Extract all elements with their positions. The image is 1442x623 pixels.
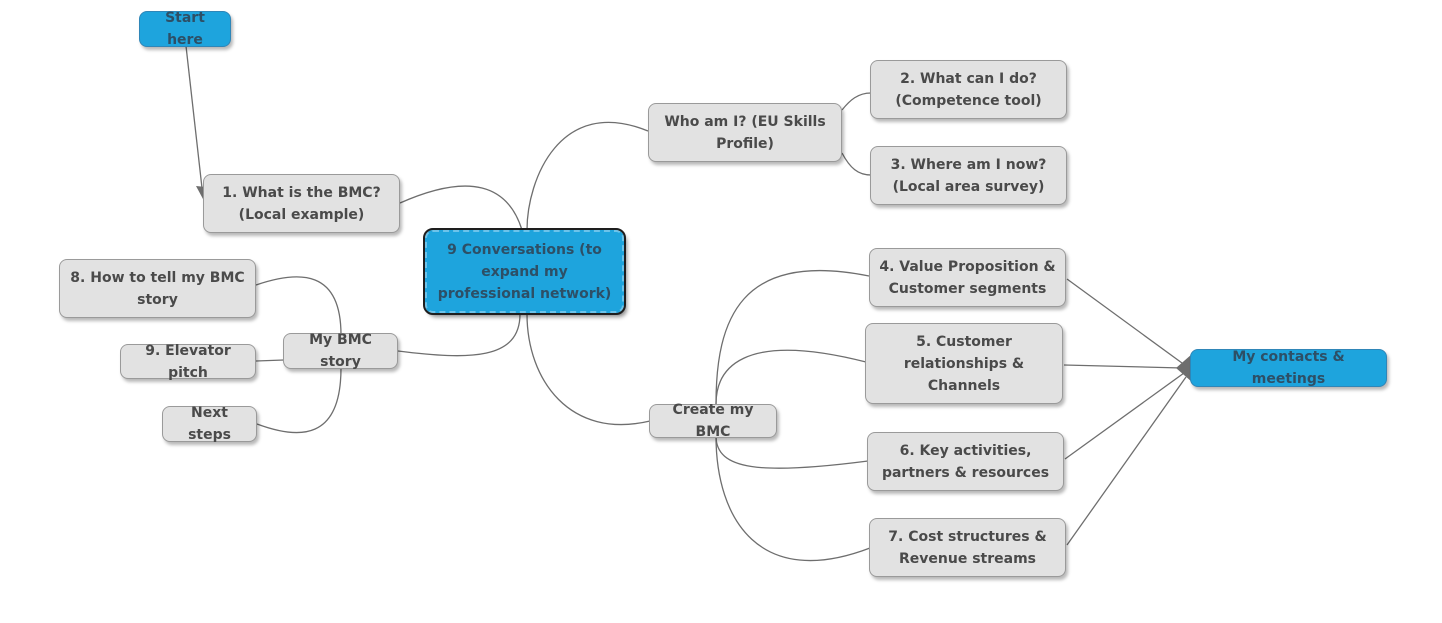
node-where-am-i-now[interactable]: 3. Where am I now? (Local area survey) (870, 146, 1067, 205)
connector-who-to-2 (841, 92, 872, 111)
connector-create-to-5 (715, 349, 867, 405)
connector-story-to-9 (255, 359, 285, 362)
connector-create-to-6 (715, 435, 869, 469)
node-label: 1. What is the BMC? (Local example) (222, 184, 381, 223)
node-my-contacts-meetings[interactable]: My contacts & meetings (1190, 349, 1387, 387)
node-what-can-i-do[interactable]: 2. What can I do? (Competence tool) (870, 60, 1067, 119)
node-next-steps[interactable]: Next steps (162, 405, 257, 443)
node-label: 6. Key activities, partners & resources (881, 442, 1050, 481)
node-customer-relationships[interactable]: 5. Customer relationships & Channels (865, 323, 1063, 404)
node-central-topic[interactable]: 9 Conversations (to expand my profession… (423, 228, 626, 315)
node-label: 3. Where am I now? (Local area survey) (890, 156, 1047, 195)
node-label: My contacts & meetings (1232, 349, 1345, 387)
node-label: 9. Elevator pitch (145, 342, 231, 381)
node-what-is-bmc[interactable]: 1. What is the BMC? (Local example) (203, 174, 400, 233)
node-label: My BMC story (309, 332, 372, 370)
node-label: 9 Conversations (to expand my profession… (437, 241, 612, 302)
node-label: 5. Customer relationships & Channels (903, 333, 1025, 394)
connector-story-to-next (256, 367, 342, 434)
connector-6-to-contacts (1064, 372, 1185, 460)
connector-create-to-4 (715, 269, 870, 405)
node-key-activities[interactable]: 6. Key activities, partners & resources (867, 432, 1064, 491)
node-create-my-bmc[interactable]: Create my BMC (649, 402, 777, 440)
connector-bmc-to-central (399, 185, 523, 231)
node-label: Who am I? (EU Skills Profile) (664, 113, 826, 152)
node-label: 7. Cost structures & Revenue streams (888, 528, 1047, 567)
node-label: Next steps (188, 405, 231, 443)
node-who-am-i[interactable]: Who am I? (EU Skills Profile) (648, 103, 842, 162)
connector-start-to-bmc (185, 45, 203, 189)
connector-central-to-story (397, 313, 521, 357)
node-label: Create my BMC (672, 402, 754, 440)
node-start-here[interactable]: Start here (139, 10, 231, 48)
node-label: 4. Value Proposition & Customer segments (879, 258, 1056, 297)
node-how-to-tell-story[interactable]: 8. How to tell my BMC story (59, 259, 256, 318)
node-label: 8. How to tell my BMC story (70, 269, 245, 308)
connector-create-to-7 (715, 435, 871, 561)
connector-who-to-3 (841, 152, 872, 176)
connector-7-to-contacts (1066, 376, 1187, 546)
connector-5-to-contacts (1063, 364, 1183, 369)
connector-story-to-8 (255, 276, 342, 336)
node-my-bmc-story[interactable]: My BMC story (283, 332, 398, 370)
connector-central-to-create (526, 313, 651, 426)
connector-central-to-who (526, 121, 649, 231)
node-value-proposition[interactable]: 4. Value Proposition & Customer segments (869, 248, 1066, 307)
connector-4-to-contacts (1066, 278, 1183, 364)
node-elevator-pitch[interactable]: 9. Elevator pitch (120, 343, 256, 381)
arrowhead-contacts (1176, 354, 1192, 382)
node-cost-structures[interactable]: 7. Cost structures & Revenue streams (869, 518, 1066, 577)
node-label: Start here (165, 10, 205, 48)
node-label: 2. What can I do? (Competence tool) (895, 70, 1042, 109)
